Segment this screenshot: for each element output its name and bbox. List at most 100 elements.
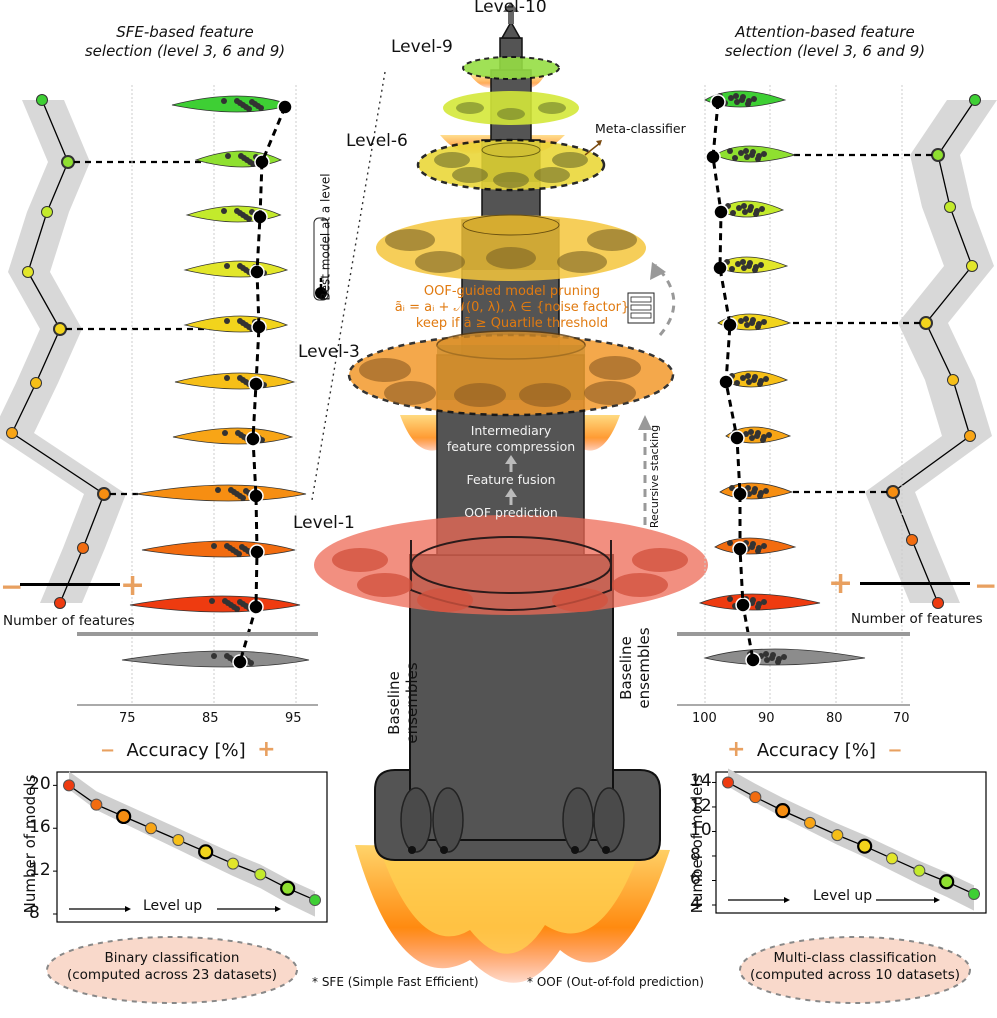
right-axis-plus: + — [727, 737, 746, 762]
oof-prediction-label: OOF prediction — [464, 505, 558, 520]
left-plus-sign: + — [120, 568, 146, 603]
left-feature-point — [61, 155, 75, 169]
mini-chart-point — [116, 808, 132, 825]
left-best-model-marker — [232, 654, 248, 670]
right-violin-dot — [757, 381, 763, 387]
multiclass-caption: Multi-class classification(computed acro… — [749, 950, 961, 983]
right-violin-panel — [677, 85, 910, 706]
mini-chart-line — [727, 781, 975, 895]
left-violin — [121, 650, 310, 668]
right-violin-dot — [745, 373, 751, 379]
right-violin-dot — [761, 151, 767, 157]
right-feature-point — [969, 94, 981, 106]
right-violin-dot — [745, 485, 751, 491]
right-violin-dot — [743, 148, 749, 154]
left-violin-dot — [234, 98, 240, 104]
right-violin-dot — [781, 654, 787, 660]
mini-chart-point — [886, 852, 898, 865]
left-violin — [172, 427, 294, 445]
left-feature-bar — [20, 583, 120, 586]
right-violin-dot — [775, 659, 781, 665]
recursive-stacking-label: Recursive stacking — [648, 424, 662, 529]
mini-chart-point — [280, 880, 296, 896]
level-9-label: Level-9 — [391, 37, 453, 57]
mini-chart-ytick-label: 12 — [29, 860, 51, 881]
left-violin — [183, 260, 289, 278]
right-tick-70: 70 — [893, 711, 910, 726]
left-violin — [135, 484, 307, 502]
right-violin-dot — [751, 489, 757, 495]
mini-chart-point — [254, 868, 267, 881]
right-violin-dot — [734, 380, 740, 386]
right-feature-point — [906, 534, 918, 546]
right-feature-point — [947, 374, 959, 386]
level-6-label: Level-6 — [346, 131, 408, 151]
right-axis-label: Accuracy [%] — [756, 740, 876, 761]
right-best-model-line — [711, 101, 755, 661]
right-feature-point — [964, 430, 976, 442]
mini-chart-ytick-label: 16 — [29, 817, 51, 838]
right-violin-dot — [759, 206, 765, 212]
mini-chart-ytick-label: 14 — [690, 771, 712, 792]
right-violin-dot — [763, 488, 769, 494]
right-violin-dot — [755, 548, 761, 554]
left-band-area — [0, 100, 126, 603]
right-feature-bar — [860, 582, 970, 585]
left-violin-dot — [239, 544, 245, 550]
right-baseline-separator — [677, 632, 910, 636]
right-violin-dot — [754, 433, 760, 439]
left-violin-dot — [215, 487, 221, 493]
bottom-flames — [355, 845, 670, 983]
right-violin-dot — [769, 655, 775, 661]
right-violin-dot — [753, 211, 759, 217]
mini-chart-band — [69, 771, 315, 917]
right-violin-dot — [749, 435, 755, 441]
left-tick-85: 85 — [202, 711, 219, 726]
left-feature-point — [22, 266, 34, 278]
right-violin-dot — [755, 604, 761, 610]
right-axis-title: + Accuracy [%] − — [727, 737, 903, 762]
mini-chart-point — [913, 864, 926, 877]
left-features-label: Number of features — [3, 613, 135, 629]
mini-chart-ytick-label: 12 — [690, 795, 712, 816]
right-violin-dot — [755, 156, 761, 162]
left-feature-point — [6, 427, 18, 439]
left-violin-dot — [222, 598, 228, 604]
left-violin-dot — [224, 543, 230, 549]
right-violin-dot — [763, 651, 769, 657]
left-violin-dot — [228, 487, 234, 493]
mini-chart-point — [722, 776, 734, 789]
right-minus-sign: − — [974, 569, 997, 602]
right-violin-dot — [761, 543, 767, 549]
mini-chart-point — [831, 829, 844, 842]
right-violin-dot — [760, 437, 766, 443]
left-violin — [171, 95, 293, 113]
right-violin-dot — [757, 493, 763, 499]
right-violin-dot — [763, 376, 769, 382]
left-minus-sign: − — [0, 570, 24, 603]
right-violin-dot — [743, 431, 749, 437]
left-violin-dot — [237, 599, 243, 605]
mini-chart-point — [63, 779, 75, 792]
right-feature-point — [944, 201, 956, 213]
level-3-label: Level-3 — [298, 342, 360, 362]
left-feature-count-band — [0, 94, 272, 609]
right-violin-dot — [734, 99, 740, 105]
binary-caption: Binary classification(computed across 23… — [66, 950, 278, 983]
server-rack-icon — [627, 292, 655, 324]
right-violin-dot — [736, 205, 742, 211]
level-1-label: Level-1 — [293, 513, 355, 533]
rocket — [314, 2, 708, 983]
mini-chart-ytick-label: 6 — [690, 869, 701, 890]
right-violin-dot — [751, 377, 757, 383]
best-model-label: Best model at a level — [318, 173, 333, 301]
right-violin-dot — [761, 319, 767, 325]
right-violin-dot — [729, 485, 735, 491]
right-violin-dot — [749, 320, 755, 326]
left-violin-dot — [235, 430, 241, 436]
right-violin-dot — [743, 316, 749, 322]
mini-chart-point — [939, 874, 955, 890]
right-tick-90: 90 — [758, 711, 775, 726]
level-10-label: Level-10 — [474, 0, 547, 17]
